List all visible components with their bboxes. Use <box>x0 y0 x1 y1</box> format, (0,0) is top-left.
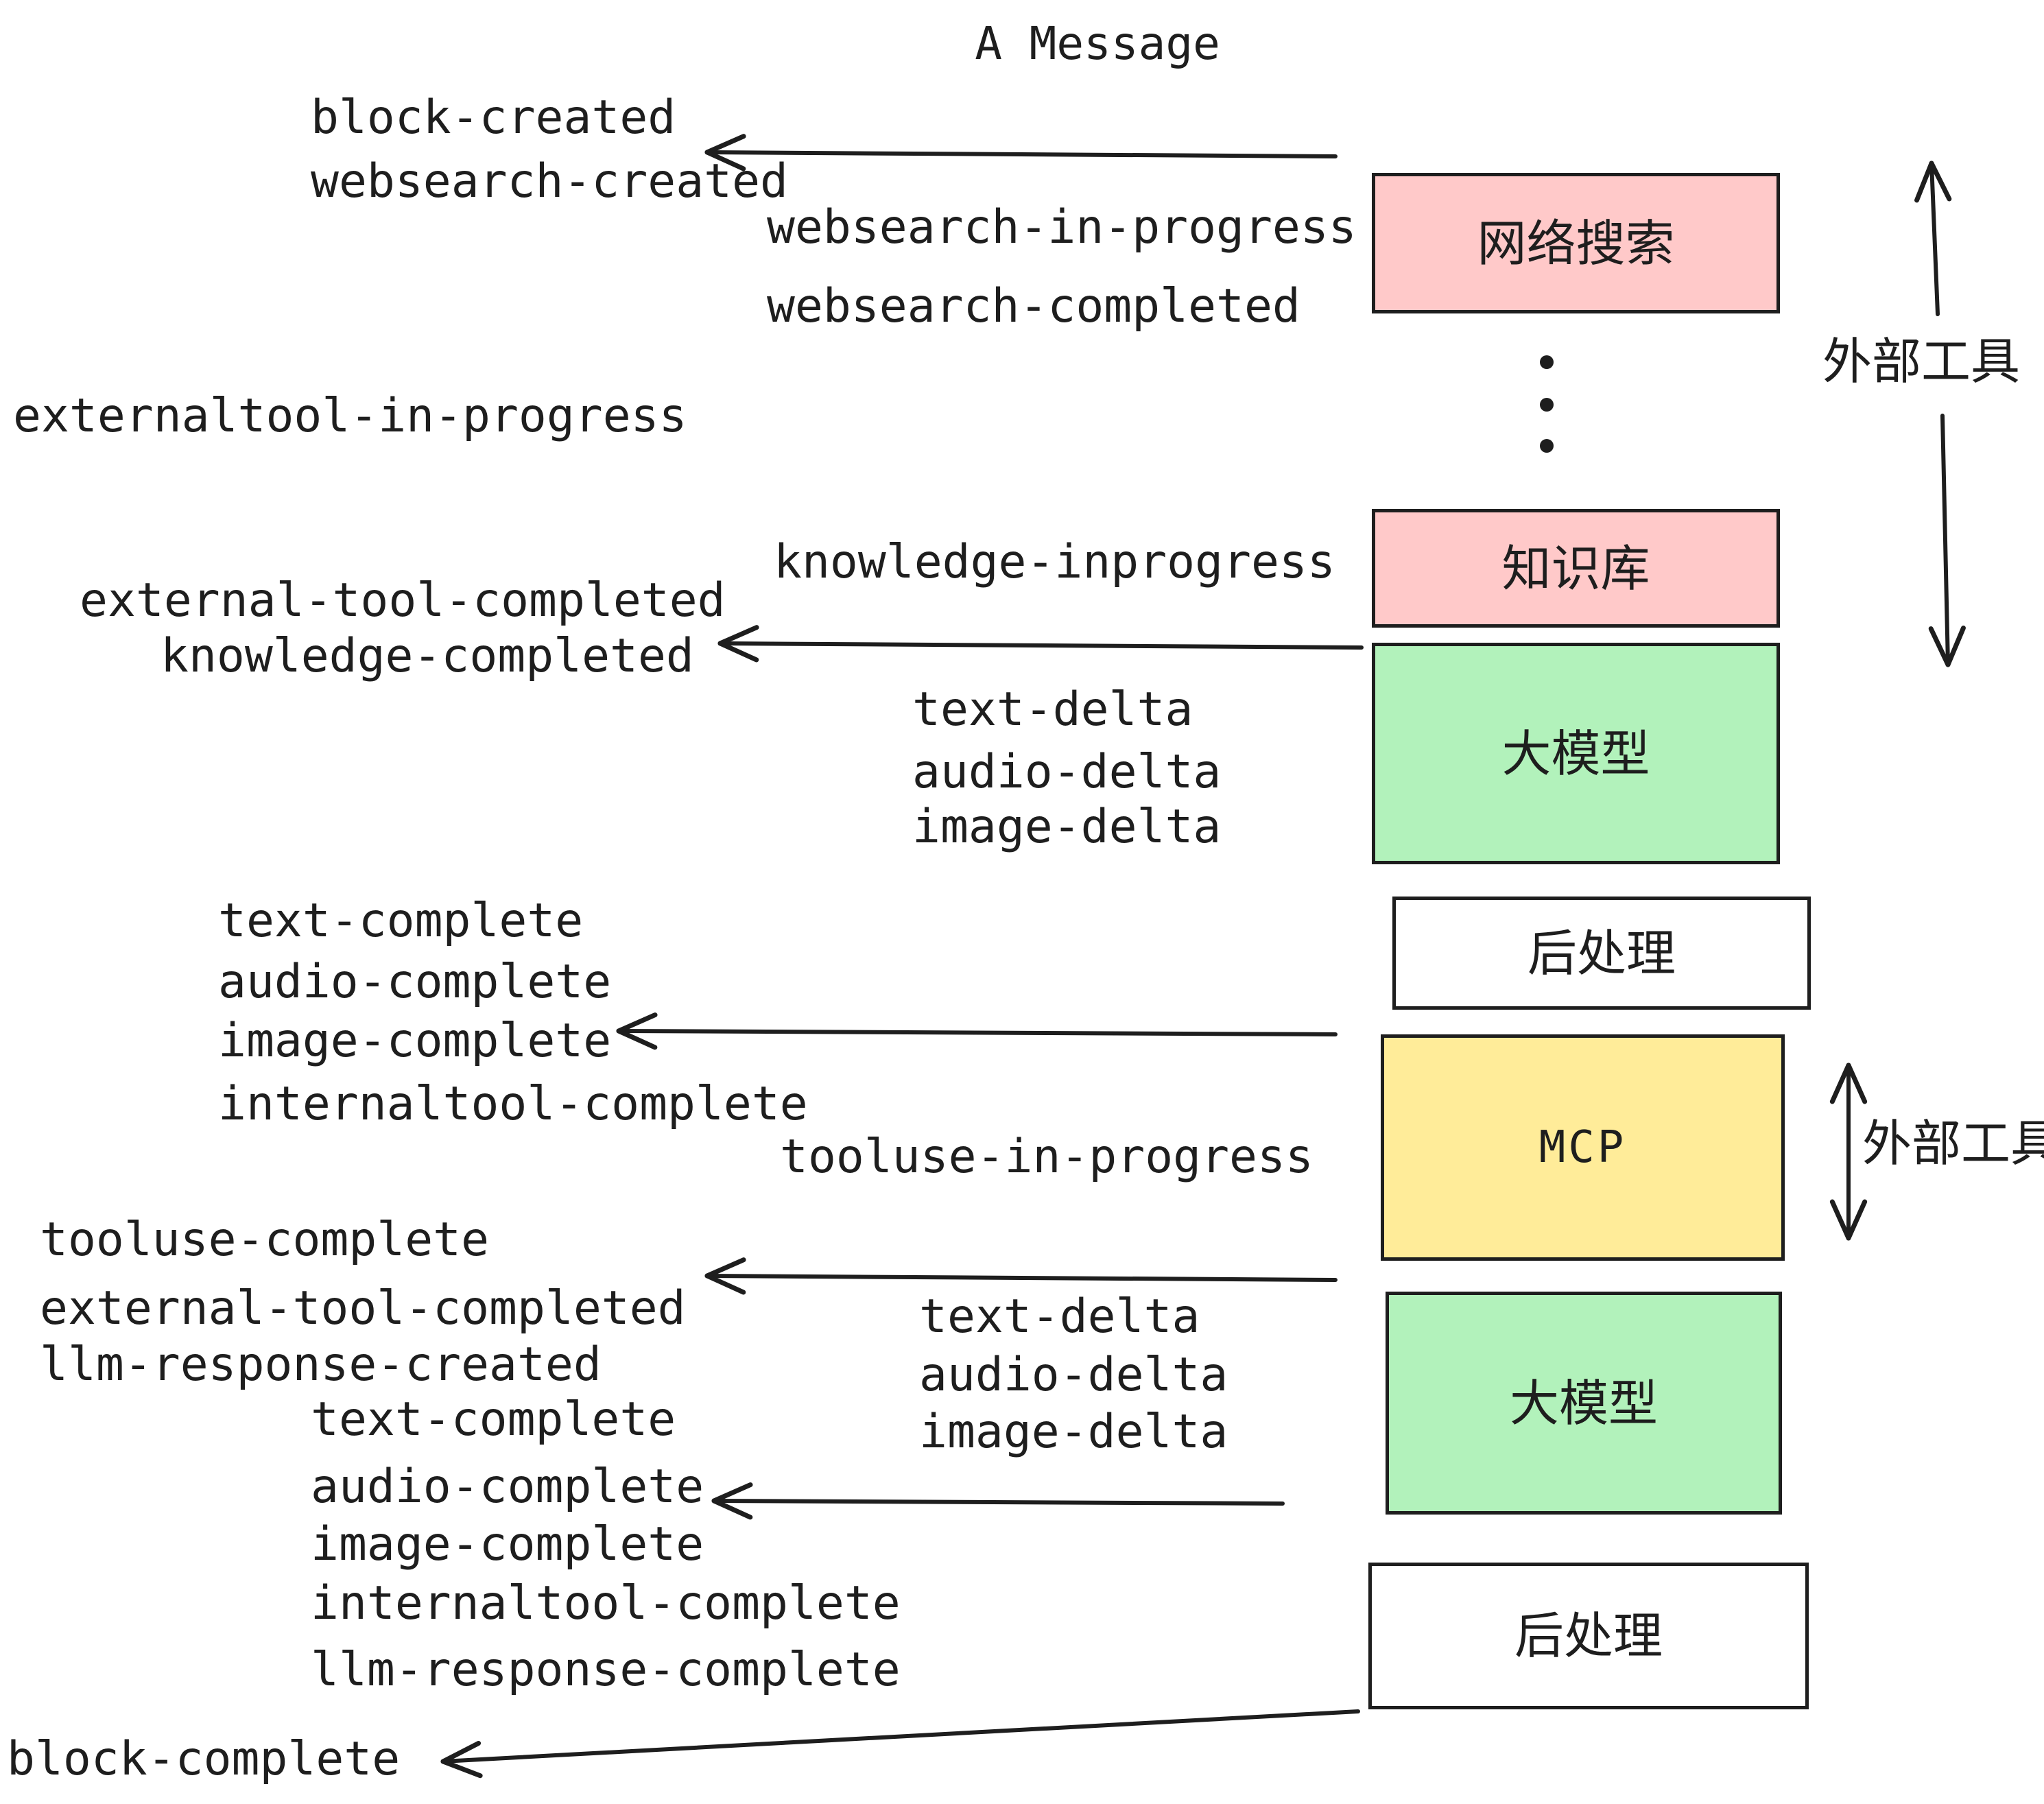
arrow-audio-complete-barb <box>711 1482 753 1504</box>
arrow-external-updown-barb <box>1829 1199 1851 1241</box>
event-label-knowledge-inprogress: knowledge-inprogress <box>774 535 1335 589</box>
websearch-box: 网络搜索 <box>1372 173 1780 313</box>
side-label-external-tools-2: 外部工具 <box>1862 1115 2044 1172</box>
event-label-internaltool-complete-1: internaltool-complete <box>218 1077 808 1131</box>
event-label-image-complete-1: image-complete <box>218 1014 612 1068</box>
event-label-llm-response-complete: llm-response-complete <box>311 1643 901 1697</box>
event-label-audio-delta-1: audio-delta <box>912 745 1222 799</box>
arrow-external-updown-barb <box>1846 1199 1868 1241</box>
postprocess-box-1: 后处理 <box>1392 897 1811 1010</box>
event-label-websearch-created: websearch-created <box>311 154 788 209</box>
event-label-audio-delta-2: audio-delta <box>919 1348 1228 1402</box>
arrow-block-complete-barb <box>440 1759 483 1779</box>
arrow-external-down-barb <box>1945 626 1966 667</box>
event-label-internaltool-complete-2: internaltool-complete <box>311 1576 901 1630</box>
postprocess-box-2-label: 后处理 <box>1514 1607 1663 1665</box>
llm-box-1: 大模型 <box>1372 643 1780 864</box>
arrow-audio-complete-barb <box>711 1498 753 1520</box>
ellipsis-dot <box>1540 355 1554 369</box>
arrow-image-complete-shaft <box>617 1029 1338 1036</box>
event-label-block-created: block-created <box>311 91 676 145</box>
arrow-block-created-barb <box>704 150 746 171</box>
llm-box-2-label: 大模型 <box>1509 1374 1658 1432</box>
side-label-external-tools-1: 外部工具 <box>1822 333 2021 390</box>
event-label-tooluse-in-progress: tooluse-in-progress <box>780 1130 1314 1184</box>
llm-box-1-label: 大模型 <box>1501 724 1650 783</box>
arrow-external-up-barb <box>1914 161 1934 203</box>
arrow-image-complete-barb <box>616 1028 658 1050</box>
arrow-block-created-shaft <box>705 150 1338 158</box>
event-label-external-tool-completed-2: external-tool-completed <box>40 1281 686 1336</box>
arrow-knowledge-completed-shaft <box>718 641 1364 650</box>
event-label-audio-complete-2: audio-complete <box>311 1460 704 1514</box>
arrow-external-updown-barb <box>1829 1063 1851 1104</box>
event-label-text-complete-1: text-complete <box>218 894 584 948</box>
arrow-external-updown-barb <box>1846 1063 1868 1104</box>
arrow-audio-complete-shaft <box>712 1499 1285 1506</box>
event-label-block-complete: block-complete <box>7 1732 401 1786</box>
arrow-tooluse-complete-barb <box>704 1273 746 1295</box>
mcp-box: MCP <box>1381 1034 1785 1261</box>
arrow-block-complete-shaft <box>441 1709 1360 1764</box>
mcp-box-label: MCP <box>1538 1122 1627 1173</box>
arrow-external-up-shaft <box>1929 161 1940 316</box>
event-label-websearch-in-progress: websearch-in-progress <box>767 200 1357 254</box>
arrow-tooluse-complete-shaft <box>705 1274 1338 1282</box>
event-label-image-delta-2: image-delta <box>919 1405 1228 1459</box>
event-label-llm-response-created: llm-response-created <box>40 1338 602 1392</box>
diagram-title: A Message <box>975 17 1220 70</box>
event-label-image-complete-2: image-complete <box>311 1517 704 1571</box>
event-label-text-complete-2: text-complete <box>311 1392 676 1447</box>
ellipsis-dot <box>1540 439 1554 453</box>
llm-box-2: 大模型 <box>1386 1292 1782 1515</box>
event-label-external-tool-completed-1: external-tool-completed <box>80 573 726 628</box>
arrow-image-complete-barb <box>616 1012 658 1034</box>
websearch-box-label: 网络搜索 <box>1477 214 1675 272</box>
ellipsis-dot <box>1540 398 1554 412</box>
arrow-knowledge-completed-barb <box>717 625 759 646</box>
knowledge-box-label: 知识库 <box>1501 539 1650 597</box>
arrow-block-created-barb <box>704 134 746 155</box>
event-label-websearch-completed: websearch-completed <box>767 279 1300 333</box>
event-label-text-delta-1: text-delta <box>912 683 1193 737</box>
arrow-external-down-barb <box>1928 626 1951 667</box>
arrow-block-complete-barb <box>440 1740 482 1764</box>
arrow-tooluse-complete-barb <box>704 1257 746 1279</box>
postprocess-box-1-label: 后处理 <box>1527 924 1676 982</box>
event-label-externaltool-in-progress: externaltool-in-progress <box>13 389 687 443</box>
event-label-knowledge-completed: knowledge-completed <box>161 629 694 683</box>
event-label-audio-complete-1: audio-complete <box>218 955 612 1009</box>
postprocess-box-2: 后处理 <box>1368 1563 1809 1709</box>
arrow-external-down-shaft <box>1940 414 1950 667</box>
arrow-external-up-barb <box>1929 161 1952 202</box>
event-label-tooluse-complete: tooluse-complete <box>40 1213 490 1267</box>
event-label-image-delta-1: image-delta <box>912 800 1222 854</box>
arrow-knowledge-completed-barb <box>717 641 759 663</box>
knowledge-box: 知识库 <box>1372 509 1780 628</box>
event-label-text-delta-2: text-delta <box>919 1290 1200 1344</box>
